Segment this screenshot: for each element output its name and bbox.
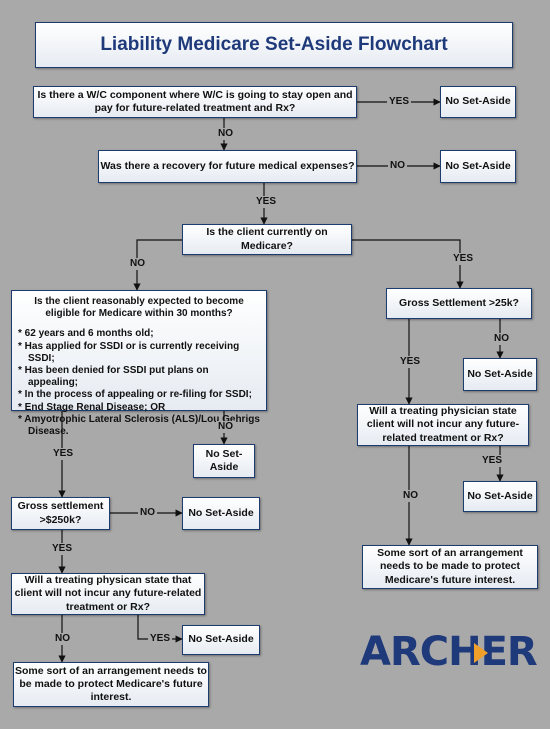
- label-yes-3: YES: [451, 253, 476, 265]
- outcome-no-set-aside-7: No Set-Aside: [182, 625, 260, 655]
- question-gross-settlement-250k: Gross settlement >$250k?: [11, 497, 110, 530]
- eligibility-heading: Is the client reasonably expected to bec…: [34, 296, 244, 320]
- question-gross-settlement-25k: Gross Settlement >25k?: [386, 288, 532, 319]
- label-yes-2: YES: [254, 196, 279, 208]
- logo-arrow-icon: [474, 643, 488, 663]
- question-wc-component: Is there a W/C component where W/C is go…: [33, 86, 357, 118]
- criterion-item: * In the process of appealing or re-fili…: [18, 389, 252, 401]
- label-no-7: NO: [138, 507, 157, 519]
- label-yes-1: YES: [387, 96, 412, 108]
- criterion-item: * Has been denied for SSDI put plans on …: [18, 365, 209, 389]
- outcome-arrangement-right: Some sort of an arrangement needs to be …: [362, 545, 538, 589]
- label-yes-7: YES: [50, 543, 75, 555]
- question-physician-right: Will a treating physician state client w…: [357, 404, 529, 446]
- outcome-no-set-aside-3: No Set-Aside: [463, 358, 537, 391]
- label-no-8: NO: [53, 633, 72, 645]
- criterion-item: * Has applied for SSDI or is currently r…: [18, 340, 240, 364]
- question-future-recovery: Was there a recovery for future medical …: [98, 150, 357, 183]
- archer-logo: ARCHER: [360, 628, 538, 676]
- criterion-item: * 62 years and 6 months old;: [18, 328, 154, 340]
- label-no-5: NO: [401, 490, 420, 502]
- label-no-4: NO: [492, 333, 511, 345]
- archer-logo-text: ARCHER: [360, 629, 538, 675]
- outcome-no-set-aside-1: No Set-Aside: [440, 86, 516, 118]
- label-no-1: NO: [216, 128, 235, 140]
- criterion-item: * Amyotrophic Lateral Sclerosis (ALS)/Lo…: [18, 413, 260, 438]
- outcome-no-set-aside-2: No Set-Aside: [440, 150, 516, 183]
- question-on-medicare: Is the client currently on Medicare?: [182, 224, 352, 255]
- page-title: Liability Medicare Set-Aside Flowchart: [35, 22, 513, 68]
- outcome-no-set-aside-4: No Set-Aside: [463, 481, 537, 512]
- criterion-item: * End Stage Renal Disease; OR: [18, 401, 166, 413]
- question-physician-left: Will a treating physican state that clie…: [11, 573, 205, 615]
- label-no-2: NO: [388, 160, 407, 172]
- question-eligible-within-30-months: Is the client reasonably expected to bec…: [11, 290, 267, 437]
- outcome-no-set-aside-6: No Set-Aside: [182, 497, 260, 530]
- label-yes-5: YES: [480, 455, 505, 467]
- outcome-arrangement-left: Some sort of an arrangement needs to be …: [13, 662, 209, 707]
- label-no-3: NO: [128, 258, 147, 270]
- label-yes-4: YES: [398, 356, 423, 368]
- label-yes-6: YES: [51, 448, 76, 460]
- outcome-no-set-aside-5: No Set-Aside: [193, 444, 255, 478]
- label-yes-8: YES: [148, 633, 173, 645]
- label-no-6: NO: [216, 421, 235, 433]
